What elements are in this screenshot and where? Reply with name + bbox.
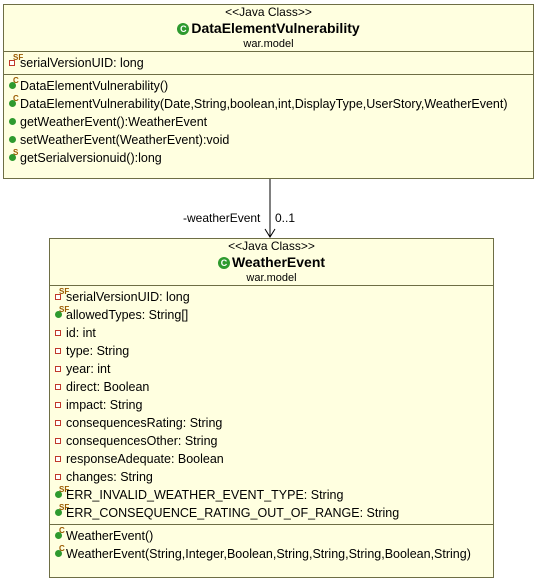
association-multiplicity-label: 0..1 <box>275 211 296 225</box>
field-row[interactable]: type: String <box>50 342 493 360</box>
member-text: ERR_CONSEQUENCE_RATING_OUT_OF_RANGE: Str… <box>66 506 400 520</box>
public-static-method-icon: S <box>8 148 20 167</box>
public-method-icon <box>8 131 20 149</box>
member-text: type: String <box>66 344 130 358</box>
field-row[interactable]: id: int <box>50 324 493 342</box>
member-text: year: int <box>66 362 111 376</box>
private-field-icon <box>54 360 66 378</box>
private-field-icon <box>54 432 66 450</box>
private-field-icon <box>54 414 66 432</box>
member-text: getSerialversionuid():long <box>20 151 162 165</box>
private-field-icon <box>54 396 66 414</box>
member-text: WeatherEvent() <box>66 529 154 543</box>
member-text: serialVersionUID: long <box>66 290 190 304</box>
public-static-final-icon: SF <box>54 503 69 522</box>
constructor-icon: C <box>8 94 20 113</box>
member-text: DataElementVulnerability() <box>20 79 169 93</box>
private-field-icon <box>54 324 66 342</box>
private-static-final-icon: SF <box>8 53 23 72</box>
field-row[interactable]: year: int <box>50 360 493 378</box>
class-icon: C <box>177 23 190 35</box>
public-static-final-icon: SF <box>54 485 69 504</box>
private-field-icon <box>54 378 66 396</box>
class-package: war.model <box>246 272 297 284</box>
member-text: setWeatherEvent(WeatherEvent):void <box>20 133 230 147</box>
private-field-icon <box>54 468 66 486</box>
member-text: getWeatherEvent():WeatherEvent <box>20 115 208 129</box>
private-field-icon <box>54 450 66 468</box>
public-static-final-icon: SF <box>54 305 69 324</box>
member-text: responseAdequate: Boolean <box>66 452 224 466</box>
field-row[interactable]: impact: String <box>50 396 493 414</box>
private-field-icon <box>54 342 66 360</box>
class-icon: C <box>217 257 230 269</box>
member-text: impact: String <box>66 398 143 412</box>
member-text: consequencesRating: String <box>66 416 223 430</box>
field-row[interactable]: responseAdequate: Boolean <box>50 450 493 468</box>
class-package: war.model <box>243 38 294 50</box>
field-row[interactable]: direct: Boolean <box>50 378 493 396</box>
constructor-icon: C <box>54 526 66 545</box>
navigability-arrow-icon <box>264 228 276 238</box>
class-stereotype: <<Java Class>> <box>228 239 315 253</box>
member-text: DataElementVulnerability(Date,String,boo… <box>20 97 508 111</box>
member-text: consequencesOther: String <box>66 434 218 448</box>
field-row[interactable]: consequencesRating: String <box>50 414 493 432</box>
field-row[interactable]: changes: String <box>50 468 493 486</box>
member-text: direct: Boolean <box>66 380 150 394</box>
public-method-icon <box>8 113 20 131</box>
field-row[interactable]: consequencesOther: String <box>50 432 493 450</box>
member-text: ERR_INVALID_WEATHER_EVENT_TYPE: String <box>66 488 344 502</box>
member-text: id: int <box>66 326 96 340</box>
method-row[interactable]: setWeatherEvent(WeatherEvent):void <box>4 131 533 149</box>
constructor-icon: C <box>8 76 20 95</box>
private-static-final-icon: SF <box>54 287 69 306</box>
association-role-label: -weatherEvent <box>183 211 261 225</box>
constructor-icon: C <box>54 544 66 563</box>
method-row[interactable]: getWeatherEvent():WeatherEvent <box>4 113 533 131</box>
class-stereotype: <<Java Class>> <box>225 5 312 19</box>
member-text: allowedTypes: String[] <box>66 308 189 322</box>
member-text: WeatherEvent(String,Integer,Boolean,Stri… <box>66 547 471 561</box>
member-text: serialVersionUID: long <box>20 56 144 70</box>
member-text: changes: String <box>66 470 153 484</box>
